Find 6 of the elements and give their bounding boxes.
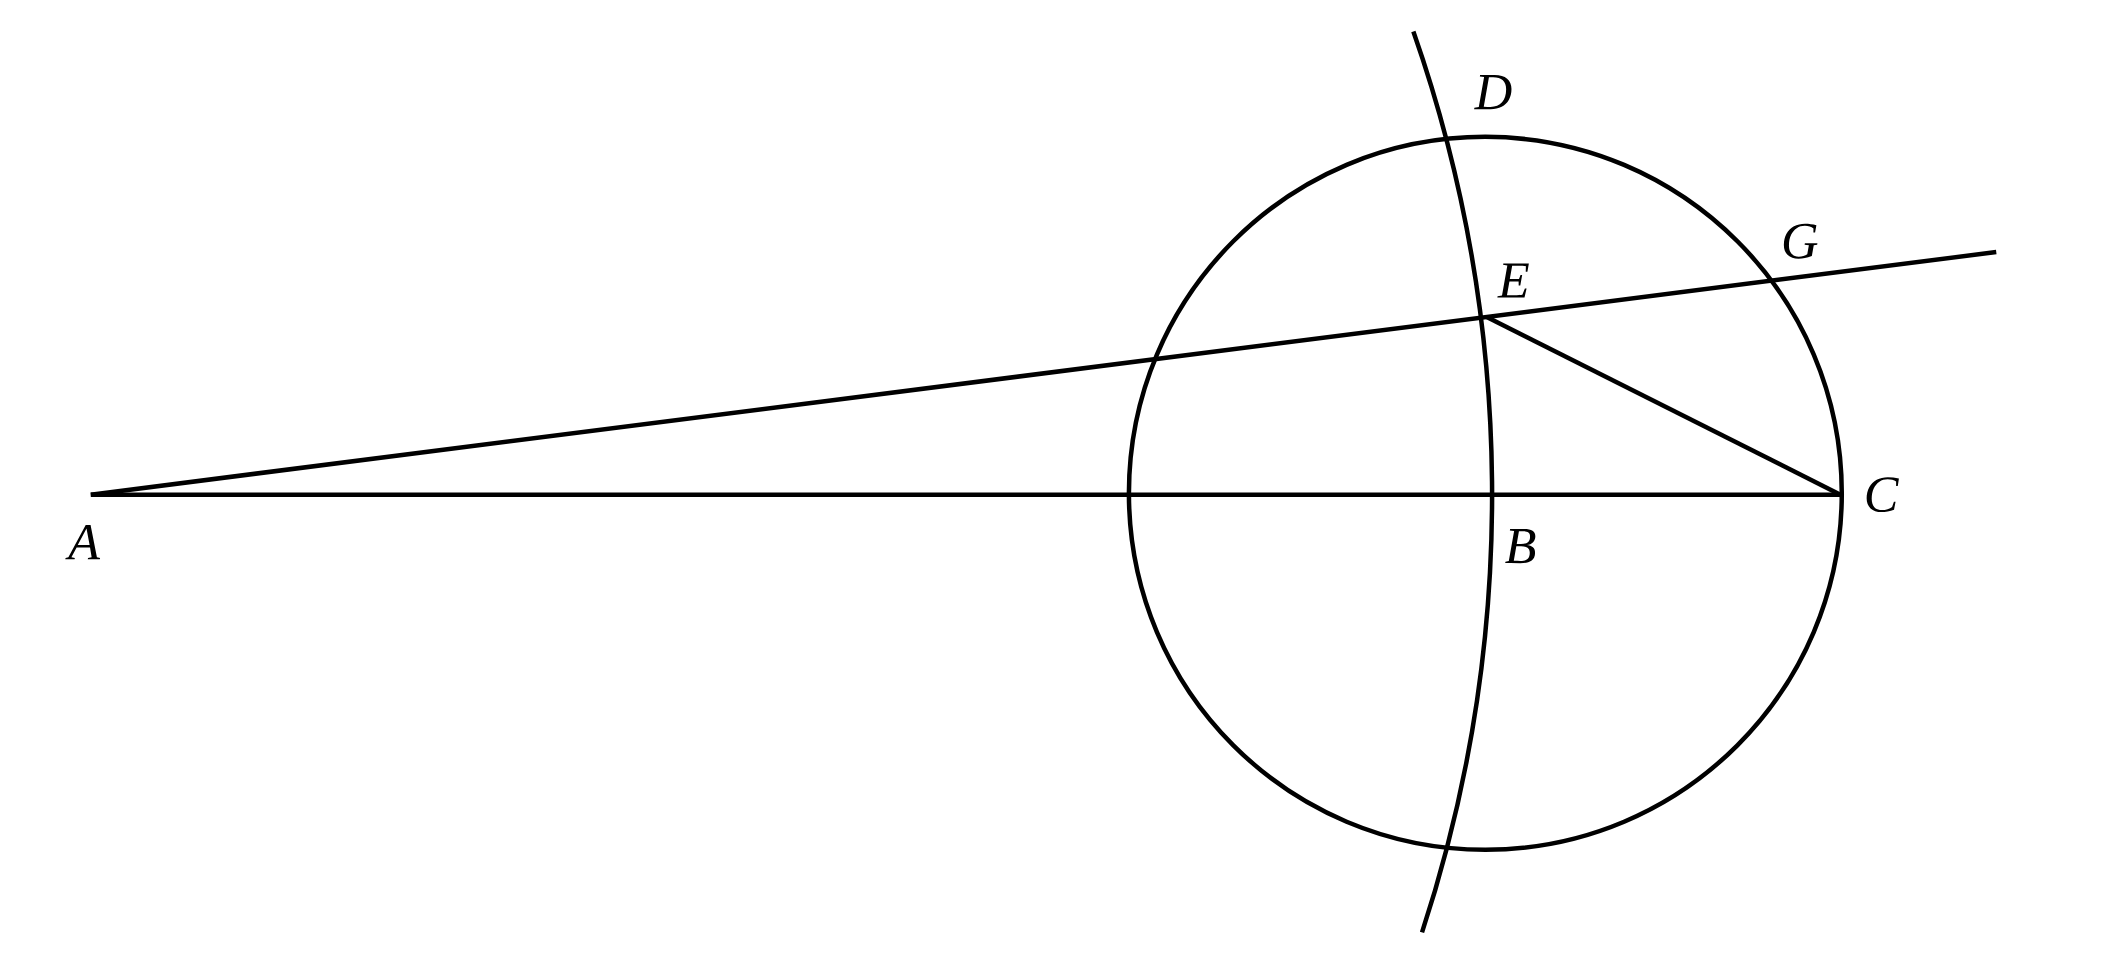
point-label: D (1474, 75, 1512, 110)
point-label: B (1505, 529, 1536, 564)
point-label: A (65, 524, 101, 560)
point-label: E (1497, 263, 1529, 298)
point-label: C (1866, 477, 1899, 513)
point-label: G (1783, 223, 1818, 259)
